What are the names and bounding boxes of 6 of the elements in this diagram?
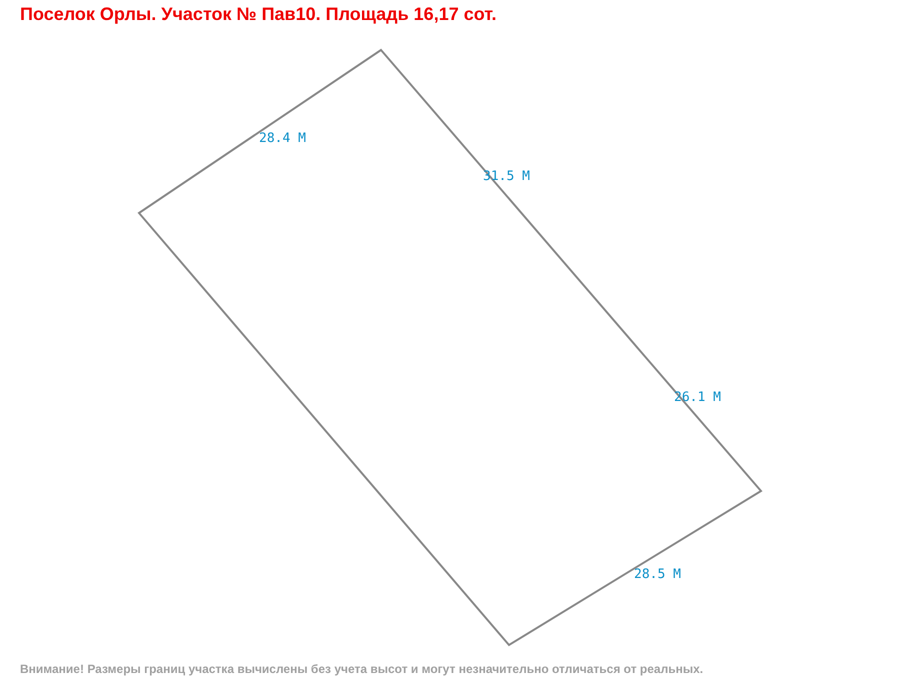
dimension-label: 28.4 М [259, 131, 306, 146]
caption: Внимание! Размеры границ участка вычислены без учета высот и могут незначительно отличаться от реальных. [20, 662, 704, 676]
dimension-label: 28.5 М [634, 567, 681, 582]
title: Поселок Орлы. Участок № Пав10. Площадь 16,17 сот. [20, 4, 497, 25]
dimension-label: 31.5 М [483, 169, 530, 184]
dimension-label: 26.1 М [674, 390, 721, 405]
